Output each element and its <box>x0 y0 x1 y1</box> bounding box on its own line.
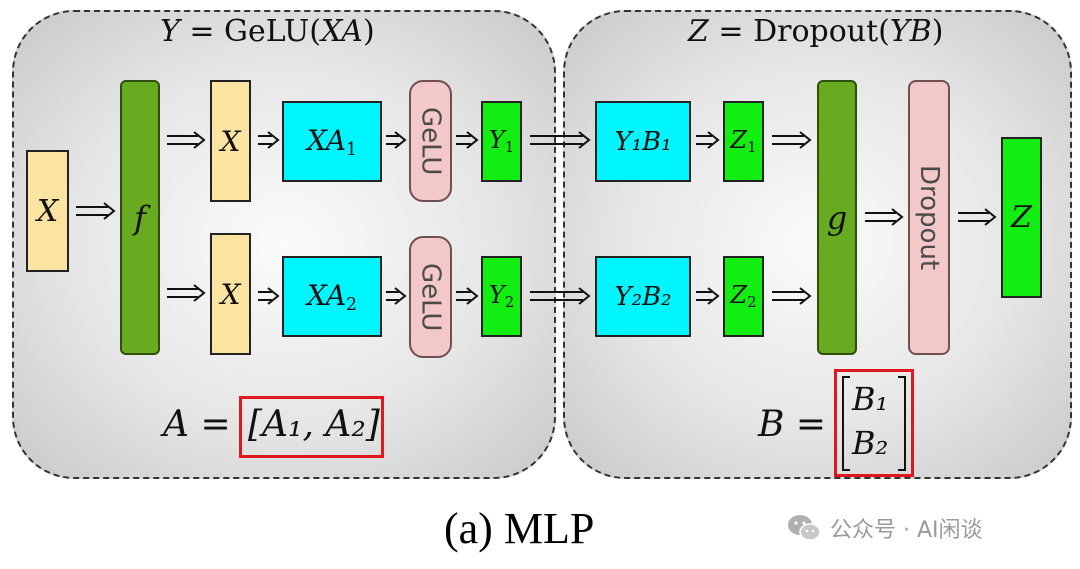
row1-xa-box: XA1 <box>282 101 382 182</box>
arrow-row2-x-to-xa <box>258 287 280 305</box>
a-equation-rhs: [A₁, A₂] <box>248 404 380 445</box>
a-highlight-box <box>239 396 384 458</box>
arrow-row1-gelu-to-y <box>456 131 479 149</box>
arrow-row2-y-to-yb <box>530 287 591 305</box>
left-panel <box>12 10 556 479</box>
arrow-row2-gelu-to-y <box>456 287 479 305</box>
a-equation-lhs: A = <box>163 404 231 445</box>
arrow-row1-z-to-g <box>772 131 812 149</box>
arrow-row2-z-to-g <box>772 287 812 305</box>
arrow-g-to-dropout <box>865 208 904 226</box>
row2-z-box: Z2 <box>723 256 764 337</box>
watermark-text: 公众号 · AI闲谈 <box>830 518 983 543</box>
row1-y-box: Y1 <box>481 101 522 182</box>
arrow-f-to-row1 <box>167 131 206 149</box>
g-operator-box: g <box>817 80 857 355</box>
b-equation-lhs: B = <box>758 404 827 445</box>
input-x-box: X <box>26 150 69 272</box>
arrow-row1-x-to-xa <box>258 131 280 149</box>
row2-yb-box: Y₂B₂ <box>595 256 691 337</box>
left-panel-title: Y = GeLU(XA) <box>160 14 375 49</box>
arrow-row1-xa-to-gelu <box>386 131 407 149</box>
dropout-box: Dropout <box>908 80 950 355</box>
arrow-x-to-f <box>76 202 116 220</box>
row2-x-box: X <box>210 233 251 355</box>
watermark: 公众号 · AI闲谈 <box>786 512 983 544</box>
b-matrix-b2: B₂ <box>852 424 889 462</box>
row1-gelu-box: GeLU <box>409 80 452 202</box>
right-panel-title: Z = Dropout(YB) <box>688 14 944 49</box>
b-highlight-box <box>834 369 914 477</box>
row1-yb-box: Y₁B₁ <box>595 101 691 182</box>
wechat-icon <box>788 515 821 541</box>
row2-y-box: Y2 <box>481 256 522 337</box>
arrow-f-to-row2 <box>167 284 206 302</box>
arrow-row2-xa-to-gelu <box>386 287 407 305</box>
figure-caption: (a) MLP <box>444 504 595 553</box>
row1-x-box: X <box>210 80 251 202</box>
row2-gelu-box: GeLU <box>409 236 452 358</box>
row1-z-box: Z1 <box>723 101 764 182</box>
b-matrix-b1: B₁ <box>852 380 889 418</box>
f-operator-box: f <box>120 80 160 355</box>
arrow-dropout-to-z <box>958 208 997 226</box>
output-z-box: Z <box>1001 137 1042 298</box>
arrow-row2-yb-to-z <box>696 287 720 305</box>
arrow-row1-y-to-yb <box>530 131 591 149</box>
row2-xa-box: XA2 <box>282 256 382 337</box>
arrow-row1-yb-to-z <box>696 131 720 149</box>
